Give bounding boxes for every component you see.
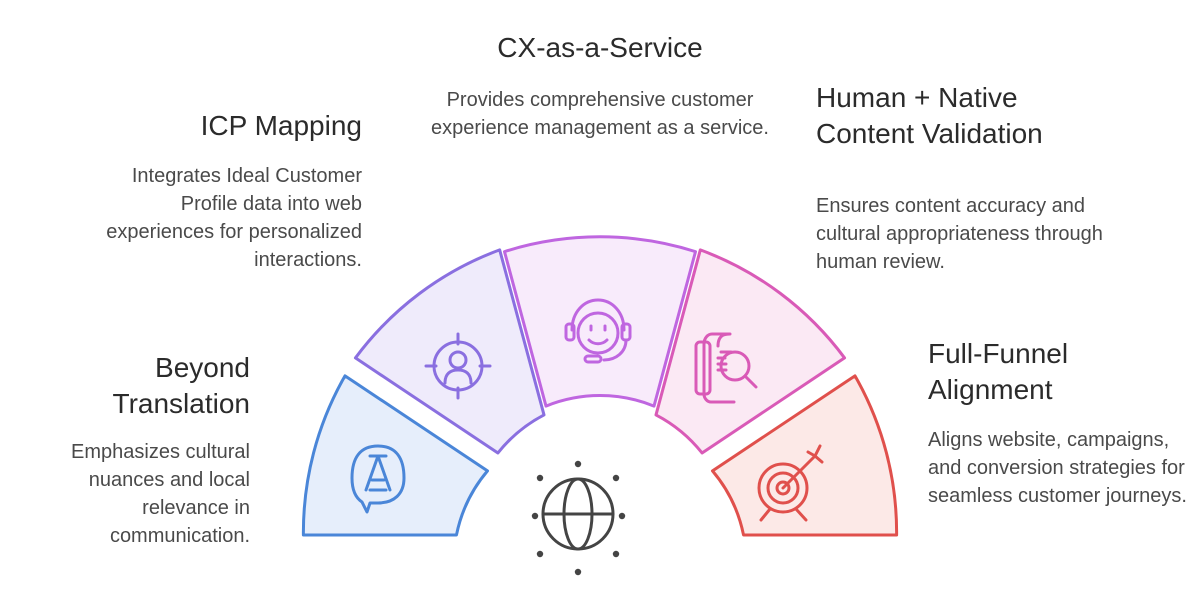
segment-funnel-text: Full-Funnel Alignment Aligns website, ca… [928, 336, 1188, 510]
tent-chat-icon [350, 444, 406, 514]
segment-human [654, 248, 847, 455]
segment-icp-shape [353, 248, 546, 455]
segment-human-description: Ensures content accuracy and cultural ap… [816, 195, 1103, 273]
segment-cx [502, 235, 698, 408]
segment-beyond-shape [301, 374, 489, 537]
segment-funnel-shape [711, 374, 899, 537]
segment-human-title: Human + Native Content Validation [816, 82, 1043, 149]
document-search-icon [694, 332, 758, 404]
segment-icp-text: ICP Mapping Integrates Ideal Customer Pr… [80, 108, 362, 274]
segment-human-text: Human + Native Content Validation Ensure… [816, 80, 1146, 276]
segment-funnel-description: Aligns website, campaigns, and conversio… [928, 429, 1187, 507]
segment-cx-text: CX-as-a-Service Provides comprehensive c… [430, 30, 770, 142]
segment-icp-title: ICP Mapping [200, 110, 362, 141]
globe-icon [541, 477, 615, 551]
segment-cx-description: Provides comprehensive customer experien… [431, 89, 769, 139]
segment-cx-shape [502, 235, 698, 408]
segment-cx-title: CX-as-a-Service [497, 32, 703, 63]
segment-funnel-title: Full-Funnel Alignment [928, 338, 1069, 405]
segment-icp [353, 248, 546, 455]
target-user-icon [424, 332, 492, 400]
segment-beyond-text: Beyond Translation Emphasizes cultural n… [20, 350, 250, 550]
segment-beyond [301, 374, 489, 537]
segment-beyond-title: Beyond Translation [112, 352, 250, 419]
target-arrow-icon [757, 444, 824, 522]
segment-human-shape [654, 248, 847, 455]
segment-beyond-description: Emphasizes cultural nuances and local re… [71, 441, 250, 547]
globe-dots [531, 460, 626, 576]
segment-funnel [711, 374, 899, 537]
segment-icp-description: Integrates Ideal Customer Profile data i… [106, 165, 362, 271]
headset-agent-icon [564, 298, 632, 364]
